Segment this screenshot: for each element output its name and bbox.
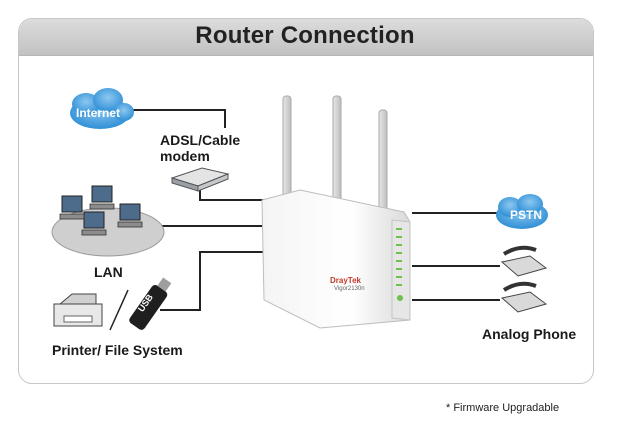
usb-stick-icon: [129, 277, 172, 330]
router-icon: [261, 189, 411, 329]
title-bar: [19, 19, 593, 56]
modem-label-line2: modem: [160, 148, 210, 164]
lan-computers-icon: [51, 185, 165, 257]
line-modem-router: [199, 186, 270, 201]
printer-icon: [53, 293, 103, 327]
router-brand-label: DrayTek: [330, 276, 361, 285]
page-title: Router Connection: [195, 22, 415, 49]
usb-divider: [109, 289, 129, 331]
modem-icon: [170, 167, 230, 192]
diagram-panel: [18, 18, 594, 384]
connection-lines: [128, 109, 500, 311]
firmware-footnote: * Firmware Upgradable: [446, 402, 560, 414]
printer-label: Printer/ File System: [52, 342, 183, 358]
pstn-cloud-icon: [496, 194, 548, 229]
internet-label: Internet: [76, 106, 121, 120]
line-usb-router: [160, 251, 270, 311]
pstn-label: PSTN: [510, 208, 543, 222]
modem-label-line1: ADSL/Cable: [160, 132, 241, 148]
internet-cloud-icon: [70, 88, 134, 129]
router-model-label: Vigor2130n: [334, 286, 365, 292]
lan-label: LAN: [94, 264, 123, 280]
line-internet-modem: [128, 109, 226, 128]
phone-icon-2: [500, 281, 548, 313]
phone-icon-1: [500, 245, 548, 277]
analog-phone-label: Analog Phone: [482, 326, 577, 342]
